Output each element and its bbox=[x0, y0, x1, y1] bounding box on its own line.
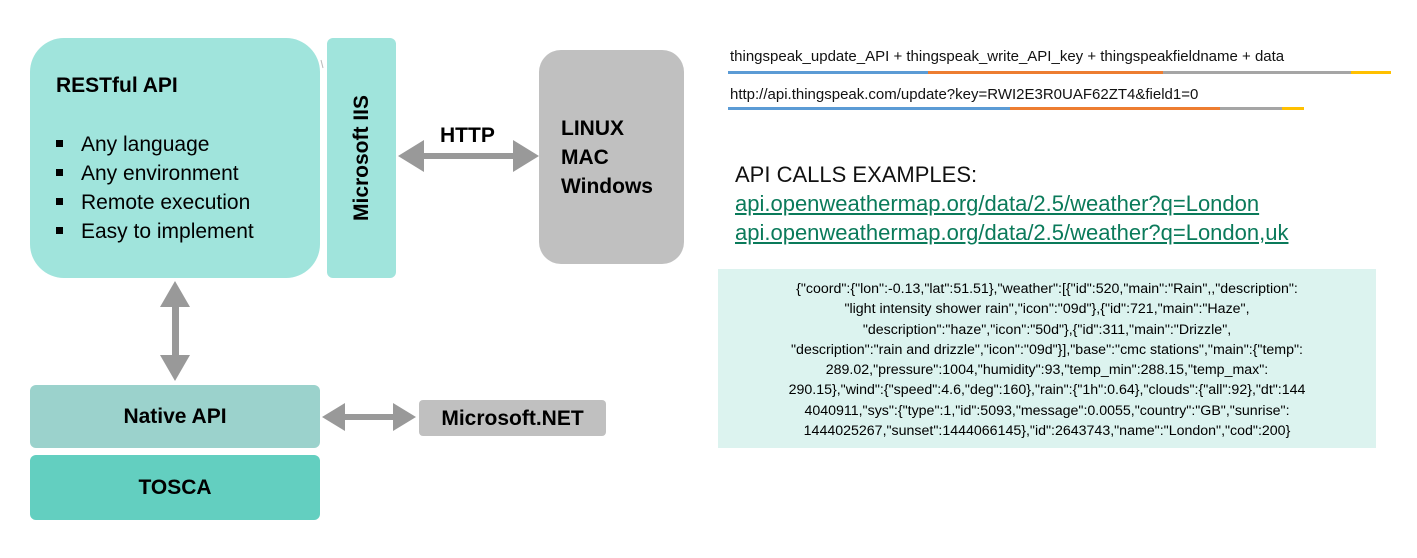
microsoft-net-box: Microsoft.NET bbox=[419, 400, 606, 436]
api-link-london-uk[interactable]: api.openweathermap.org/data/2.5/weather?… bbox=[735, 220, 1289, 245]
restful-api-title: RESTful API bbox=[56, 74, 178, 97]
os-mac-label: MAC bbox=[561, 146, 609, 169]
os-linux-label: LINUX bbox=[561, 117, 624, 140]
tosca-label: TOSCA bbox=[138, 476, 212, 499]
json-line: 1444025267,"sunset":1444066145},"id":264… bbox=[803, 423, 1291, 440]
json-line: "light intensity shower rain","icon":"09… bbox=[844, 301, 1250, 318]
api-calls-heading: API CALLS EXAMPLES: bbox=[735, 162, 978, 187]
tosca-box: TOSCA bbox=[30, 455, 320, 520]
thingspeak-example-url: http://api.thingspeak.com/update?key=RWI… bbox=[730, 86, 1199, 103]
bullet-icon bbox=[56, 226, 63, 234]
dotnet-double-arrow bbox=[322, 403, 416, 431]
json-line: "description":"haze","icon":"50d"},{"id"… bbox=[862, 321, 1232, 338]
bullet-icon bbox=[56, 168, 63, 176]
http-double-arrow bbox=[398, 140, 539, 172]
json-line: 4040911,"sys":{"type":1,"id":5093,"messa… bbox=[804, 402, 1290, 419]
list-item: Remote execution bbox=[56, 188, 254, 217]
list-item: Any environment bbox=[56, 159, 254, 188]
os-platforms-box: LINUX MAC Windows bbox=[539, 50, 684, 264]
json-line: "description":"rain and drizzle","icon":… bbox=[791, 341, 1303, 358]
restful-feature-list: Any language Any environment Remote exec… bbox=[56, 130, 254, 246]
json-line: 289.02,"pressure":1004,"humidity":93,"te… bbox=[825, 362, 1269, 379]
list-item: Easy to implement bbox=[56, 217, 254, 246]
thingspeak-template-text: thingspeak_update_API + thingspeak_write… bbox=[730, 48, 1285, 65]
bullet-icon bbox=[56, 139, 63, 147]
example-underline bbox=[728, 107, 1304, 110]
json-line: {"coord":{"lon":-0.13,"lat":51.51},"weat… bbox=[796, 281, 1298, 297]
restful-api-box: RESTful API Any language Any environment… bbox=[30, 38, 320, 278]
json-response-box: {"coord":{"lon":-0.13,"lat":51.51},"weat… bbox=[718, 269, 1376, 448]
microsoft-net-label: Microsoft.NET bbox=[441, 407, 584, 430]
microsoft-iis-box: Microsoft IIS bbox=[327, 38, 396, 278]
json-line: 290.15},"wind":{"speed":4.6,"deg":160},"… bbox=[788, 382, 1306, 399]
json-response-text: {"coord":{"lon":-0.13,"lat":51.51},"weat… bbox=[736, 279, 1358, 441]
decor-tick bbox=[320, 59, 324, 69]
native-api-box: Native API bbox=[30, 385, 320, 448]
api-link-london[interactable]: api.openweathermap.org/data/2.5/weather?… bbox=[735, 191, 1260, 216]
vertical-double-arrow bbox=[160, 281, 190, 381]
os-windows-label: Windows bbox=[561, 175, 653, 198]
template-underline bbox=[728, 71, 1391, 74]
bullet-icon bbox=[56, 197, 63, 205]
http-label: HTTP bbox=[440, 124, 495, 147]
list-item: Any language bbox=[56, 130, 254, 159]
native-api-label: Native API bbox=[123, 405, 227, 428]
